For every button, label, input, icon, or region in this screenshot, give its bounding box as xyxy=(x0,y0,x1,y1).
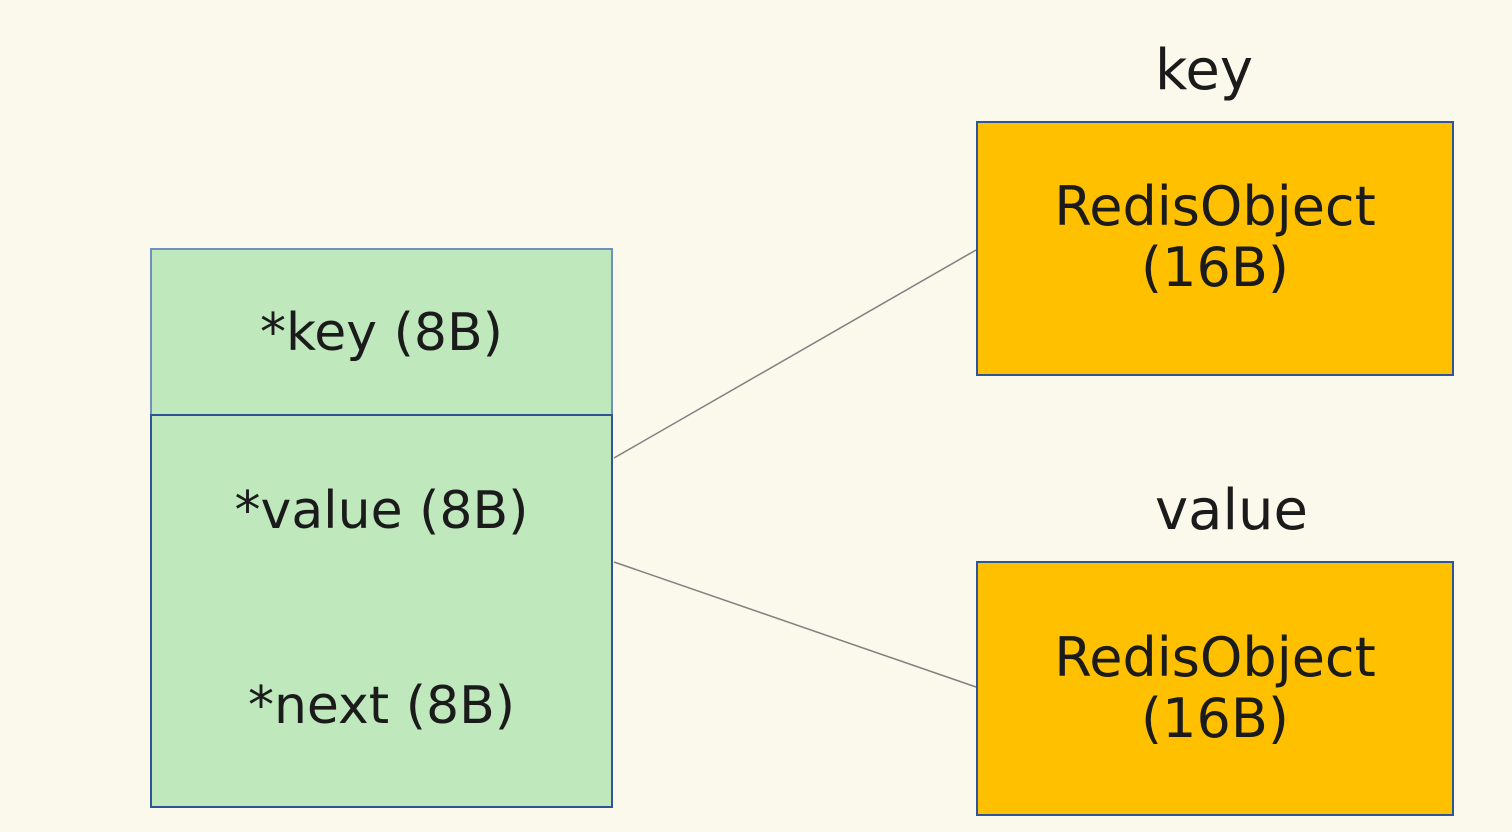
entry-field-key: *key (8B) xyxy=(150,248,613,416)
key-object-name: RedisObject xyxy=(1054,175,1376,239)
entry-field-next-label: *next (8B) xyxy=(247,675,516,736)
entry-field-next: *next (8B) xyxy=(150,605,613,808)
value-object-size: (16B) xyxy=(1141,686,1289,750)
connector-to-value-object xyxy=(613,561,977,688)
entry-field-value: *value (8B) xyxy=(150,414,613,607)
key-redis-object: RedisObject (16B) xyxy=(976,121,1454,376)
value-object-caption: value xyxy=(1155,478,1308,543)
value-redis-object: RedisObject (16B) xyxy=(976,561,1454,816)
connector-to-key-object xyxy=(613,249,977,459)
key-object-caption: key xyxy=(1155,38,1254,103)
entry-field-key-label: *key (8B) xyxy=(260,303,503,363)
entry-field-value-label: *value (8B) xyxy=(234,480,529,541)
value-object-name: RedisObject xyxy=(1054,626,1376,690)
key-object-size: (16B) xyxy=(1141,235,1289,299)
